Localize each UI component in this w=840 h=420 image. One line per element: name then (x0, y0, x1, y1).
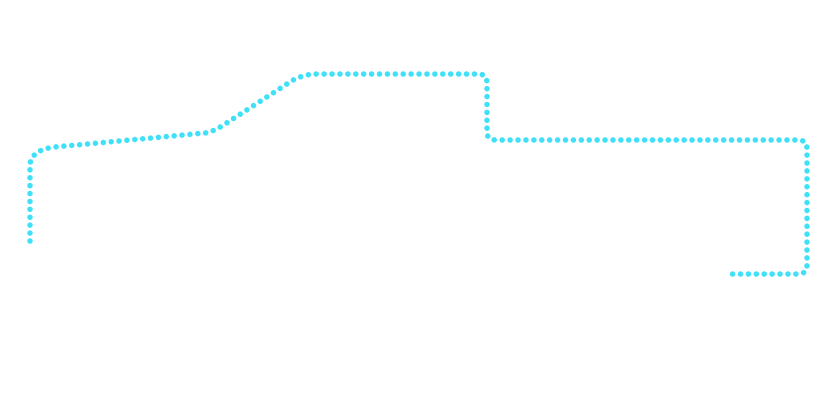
truck-outline (27, 71, 810, 277)
truck-outline-path (27, 71, 810, 277)
